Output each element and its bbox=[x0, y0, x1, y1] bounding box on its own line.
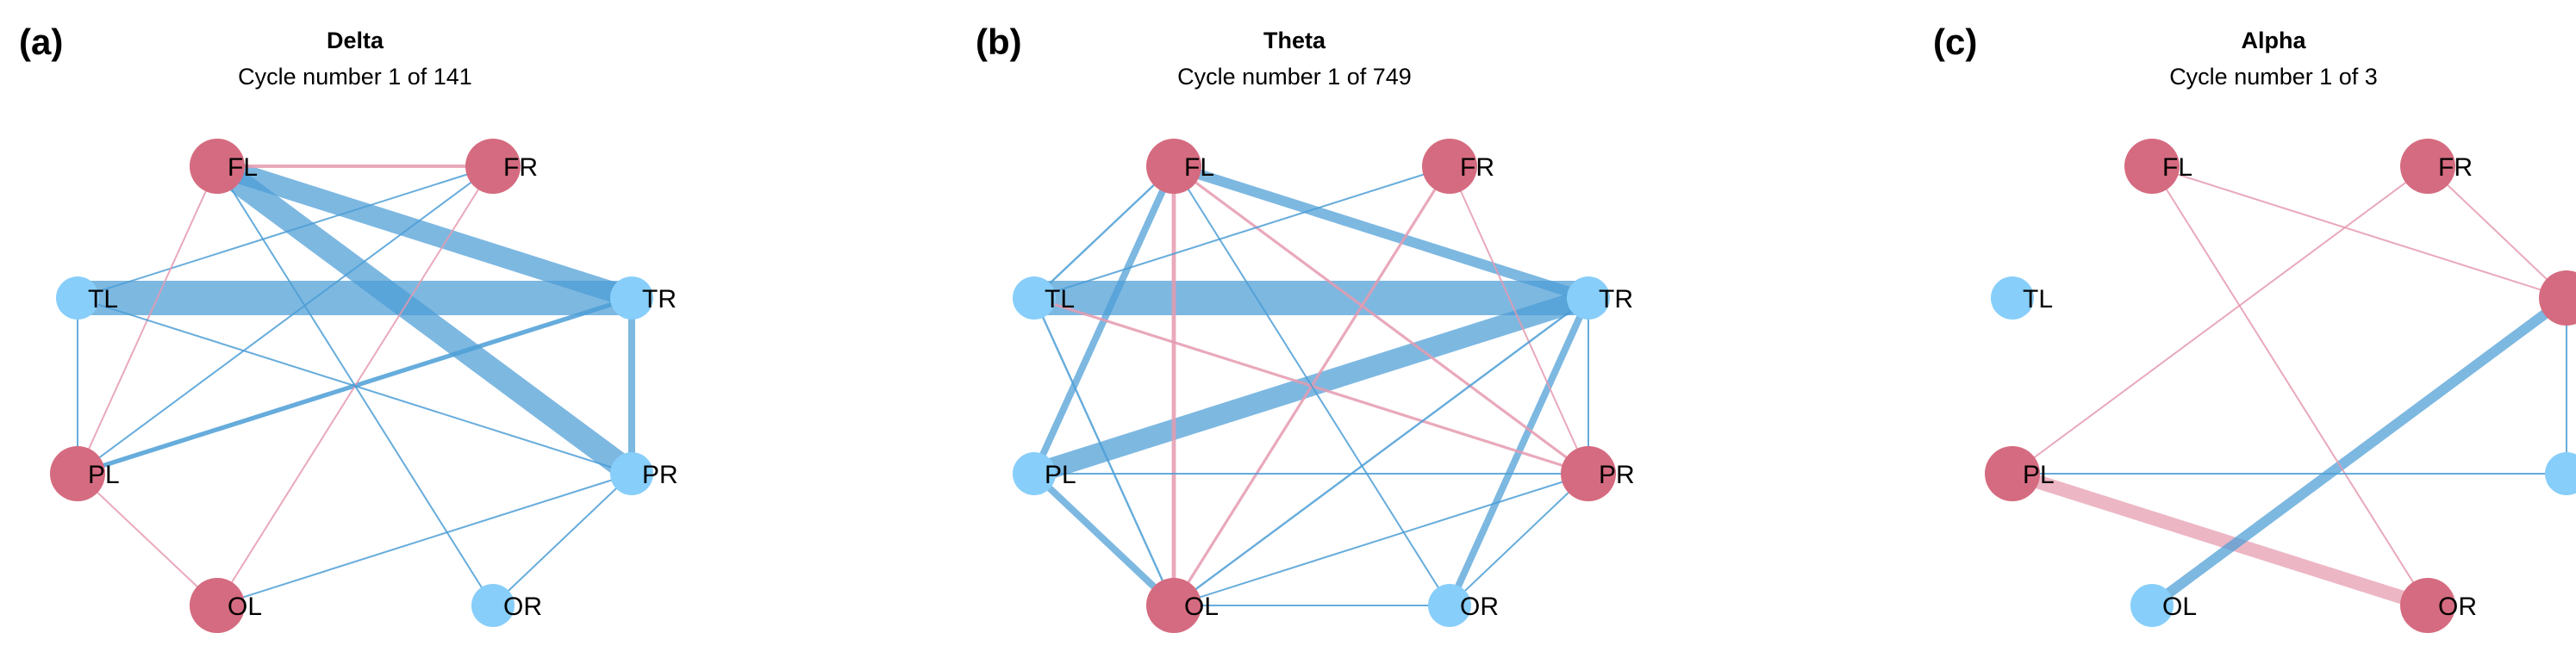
edge-fl-tr bbox=[2151, 165, 2567, 299]
edge-fr-pr bbox=[1449, 165, 1589, 475]
node-label-fl: FL bbox=[1184, 153, 1214, 182]
edge-fl-tr bbox=[1172, 161, 1590, 303]
panel-letter: (b) bbox=[976, 22, 1022, 62]
edge-fr-tr bbox=[2427, 165, 2567, 299]
edge-tr-ol bbox=[2149, 294, 2570, 610]
node-pl bbox=[1013, 452, 1056, 495]
node-label-fr: FR bbox=[503, 153, 538, 182]
node-label-pr: PR bbox=[642, 461, 678, 489]
panel-delta: (a) Delta Cycle number 1 of 141 FL FR TL TR… bbox=[19, 22, 678, 633]
node-pr bbox=[610, 452, 653, 495]
panel-subtitle: Cycle number 1 of 141 bbox=[238, 64, 472, 90]
node-fr bbox=[465, 139, 521, 194]
node-label-or: OR bbox=[2438, 593, 2477, 621]
edge-layer bbox=[2010, 165, 2570, 612]
edge-pl-ol bbox=[77, 473, 218, 606]
node-label-tl: TL bbox=[2023, 285, 2053, 313]
edge-ol-pr bbox=[1173, 473, 1589, 606]
edge-layer bbox=[77, 156, 639, 606]
node-label-ol: OL bbox=[228, 593, 262, 621]
edge-tl-ol bbox=[1032, 297, 1176, 606]
node-label-fl: FL bbox=[2162, 153, 2192, 182]
node-pl bbox=[50, 446, 105, 501]
edge-fr-tl bbox=[77, 165, 494, 299]
node-ol bbox=[2130, 584, 2174, 627]
panel-subtitle: Cycle number 1 of 749 bbox=[1177, 64, 1412, 90]
node-label-tl: TL bbox=[1045, 285, 1075, 313]
node-or bbox=[471, 584, 515, 627]
node-label-pl: PL bbox=[2023, 461, 2055, 489]
node-label-pl: PL bbox=[1045, 461, 1076, 489]
node-label-tl: TL bbox=[88, 285, 118, 313]
edge-or-pr bbox=[492, 473, 633, 606]
edge-ol-pr bbox=[216, 473, 633, 606]
node-label-fr: FR bbox=[2438, 153, 2473, 182]
node-label-fl: FL bbox=[228, 153, 258, 182]
edge-fl-tr bbox=[214, 156, 635, 308]
node-or bbox=[2400, 578, 2455, 633]
node-tl bbox=[56, 276, 99, 320]
node-label-pr: PR bbox=[1599, 461, 1635, 489]
edge-pl-or bbox=[2010, 467, 2430, 612]
panel-alpha: (c) Alpha Cycle number 1 of 3 FLFRTLTRPL… bbox=[1933, 22, 2576, 633]
edge-fr-tl bbox=[1033, 165, 1450, 299]
node-fl bbox=[190, 139, 245, 194]
edge-tr-ol bbox=[1173, 297, 1589, 606]
node-label-pl: PL bbox=[88, 461, 120, 489]
node-tl bbox=[1013, 276, 1056, 320]
panel-letter: (a) bbox=[19, 22, 63, 62]
node-layer: FL FR TL TR PL PR OL OR bbox=[1013, 139, 1635, 633]
edge-fl-pr bbox=[209, 156, 639, 484]
node-or bbox=[1428, 584, 1471, 627]
node-pr bbox=[1561, 446, 1616, 501]
node-tr bbox=[2539, 270, 2576, 326]
node-tr bbox=[610, 276, 653, 320]
panel-subtitle: Cycle number 1 of 3 bbox=[2169, 64, 2378, 90]
node-label-ol: OL bbox=[2162, 593, 2197, 621]
node-label-tr: TR bbox=[1599, 285, 1633, 313]
node-ol bbox=[190, 578, 245, 633]
edge-fl-pr bbox=[1173, 164, 1589, 475]
edge-layer bbox=[1031, 161, 1592, 608]
edge-fr-pl bbox=[77, 165, 494, 475]
edge-pl-ol bbox=[1032, 471, 1176, 608]
node-label-fr: FR bbox=[1460, 153, 1494, 182]
panel-title: Alpha bbox=[2241, 28, 2306, 53]
node-fr bbox=[1422, 139, 1477, 194]
node-label-or: OR bbox=[503, 593, 542, 621]
panel-title: Theta bbox=[1263, 28, 1326, 53]
node-tl bbox=[1991, 276, 2034, 320]
node-layer: FL FR TL TR PL PR OL OR bbox=[50, 139, 678, 633]
node-label-or: OR bbox=[1460, 593, 1499, 621]
edge-fl-or bbox=[2151, 165, 2429, 606]
panel-title: Delta bbox=[327, 28, 384, 53]
panel-letter: (c) bbox=[1933, 22, 1977, 62]
edge-or-pr bbox=[1449, 473, 1589, 606]
edge-fl-tl bbox=[1033, 165, 1175, 299]
node-fl bbox=[1146, 139, 1201, 194]
node-ol bbox=[1146, 578, 1201, 633]
node-fl bbox=[2124, 139, 2180, 194]
node-label-tr: TR bbox=[642, 285, 677, 313]
node-label-ol: OL bbox=[1184, 593, 1219, 621]
panel-theta: (b) Theta Cycle number 1 of 749 FL FR TL TR… bbox=[976, 22, 1635, 633]
node-tr bbox=[1567, 276, 1610, 320]
node-pl bbox=[1985, 446, 2040, 501]
edge-fr-pl bbox=[2012, 165, 2429, 475]
edge-tl-pr bbox=[77, 297, 633, 475]
node-pr bbox=[2545, 452, 2576, 495]
node-fr bbox=[2400, 139, 2455, 194]
